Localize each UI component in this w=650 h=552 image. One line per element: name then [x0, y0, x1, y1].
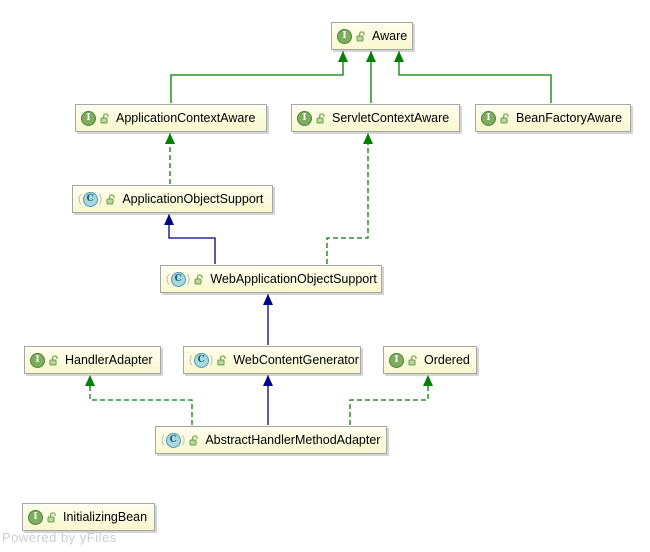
open-lock-icon [99, 112, 111, 124]
node-aware[interactable]: I Aware [331, 22, 413, 50]
interface-icon: I [30, 352, 45, 368]
node-initializing-bean[interactable]: I InitializingBean [22, 503, 155, 531]
edge-abstracthandlermethodadapter-ordered [349, 375, 433, 425]
edge-beanfactoryaware-aware [394, 51, 552, 103]
node-label: Ordered [424, 353, 470, 367]
node-label: ApplicationContextAware [116, 111, 256, 125]
node-label: HandlerAdapter [65, 353, 153, 367]
node-ordered[interactable]: I Ordered [383, 346, 477, 374]
class-icon: C [189, 352, 213, 368]
node-abstract-handler-method-adapter[interactable]: C AbstractHandlerMethodAdapter [155, 426, 387, 454]
node-bean-factory-aware[interactable]: I BeanFactoryAware [475, 104, 631, 132]
class-icon: C [166, 271, 190, 287]
edge-applicationcontextaware-aware [170, 51, 348, 103]
interface-icon: I [337, 28, 352, 44]
interface-icon: I [81, 110, 96, 126]
node-label: AbstractHandlerMethodAdapter [205, 433, 381, 447]
open-lock-icon [499, 112, 511, 124]
edge-webapplicationobjectsupport-servletcontextaware [326, 133, 373, 264]
node-application-context-aware[interactable]: I ApplicationContextAware [75, 104, 267, 132]
open-lock-icon [216, 354, 228, 366]
edge-abstracthandlermethodadapter-handleradapter [85, 375, 193, 425]
node-web-application-object-support[interactable]: C WebApplicationObjectSupport [160, 265, 382, 293]
open-lock-icon [48, 354, 60, 366]
yfiles-watermark: Powered by yFiles [2, 530, 117, 545]
class-icon: C [78, 191, 102, 207]
open-lock-icon [188, 434, 200, 446]
node-handler-adapter[interactable]: I HandlerAdapter [24, 346, 161, 374]
node-label: ApplicationObjectSupport [122, 192, 264, 206]
node-label: InitializingBean [63, 510, 148, 524]
open-lock-icon [315, 112, 327, 124]
open-lock-icon [46, 511, 58, 523]
interface-icon: I [481, 110, 496, 126]
node-application-object-support[interactable]: C ApplicationObjectSupport [72, 185, 273, 213]
open-lock-icon [193, 273, 205, 285]
node-servlet-context-aware[interactable]: I ServletContextAware [291, 104, 460, 132]
open-lock-icon [105, 193, 117, 205]
node-label: ServletContextAware [332, 111, 450, 125]
node-label: WebApplicationObjectSupport [210, 272, 377, 286]
open-lock-icon [407, 354, 419, 366]
interface-icon: I [28, 509, 43, 525]
edge-webapplicationobjectsupport-applicationobjectsupport [164, 214, 216, 264]
open-lock-icon [355, 30, 367, 42]
node-label: WebContentGenerator [233, 353, 359, 367]
node-web-content-generator[interactable]: C WebContentGenerator [183, 346, 361, 374]
class-icon: C [161, 432, 185, 448]
interface-icon: I [297, 110, 312, 126]
node-label: Aware [372, 29, 408, 43]
node-label: BeanFactoryAware [516, 111, 623, 125]
interface-icon: I [389, 352, 404, 368]
